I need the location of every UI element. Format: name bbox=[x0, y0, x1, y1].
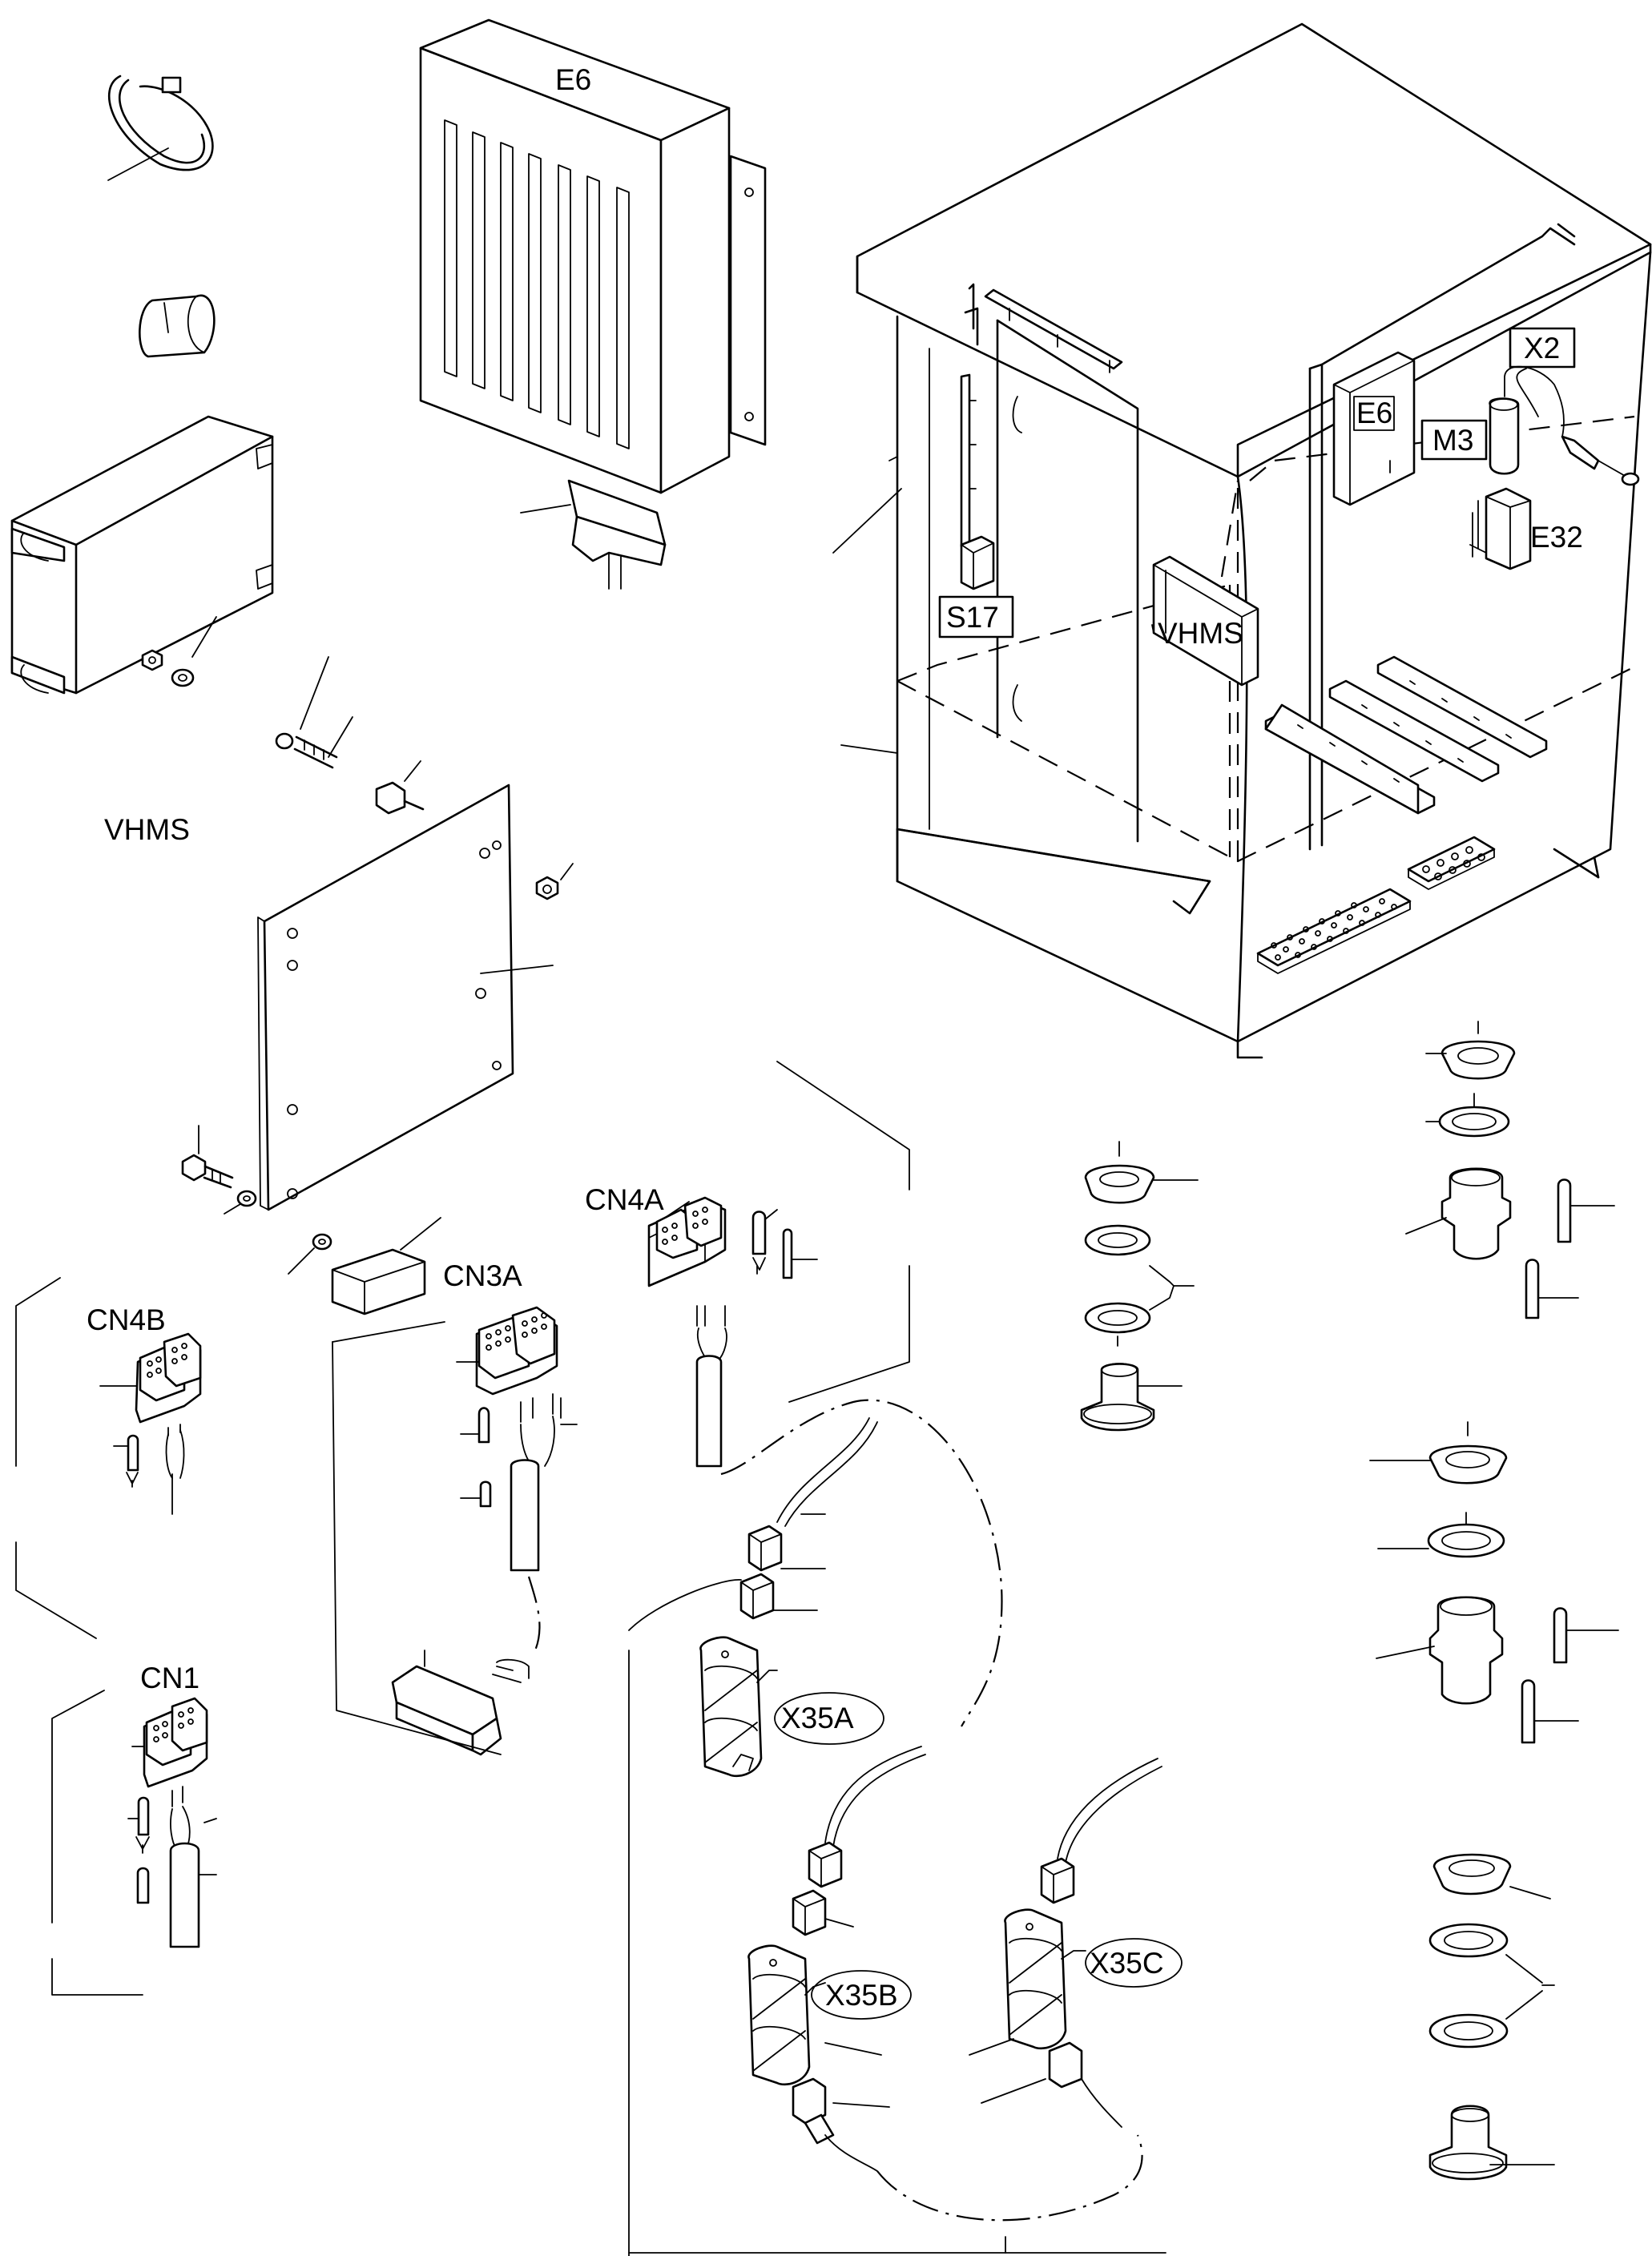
cn3a-connector: CN3A bbox=[332, 1259, 578, 1756]
cn4a-label: CN4A bbox=[585, 1183, 664, 1216]
nut-icon bbox=[141, 649, 163, 671]
e6-cabinet-label: E6 bbox=[1356, 397, 1392, 429]
gland-plate-small bbox=[1407, 836, 1496, 890]
grommet-set-d bbox=[1428, 1853, 1555, 2181]
grommet-set-b bbox=[1080, 1141, 1199, 1432]
cn4b-connector: CN4B bbox=[15, 1277, 202, 1639]
grommet-set-c bbox=[1369, 1421, 1619, 1744]
cn4a-connector: CN4A bbox=[585, 1183, 818, 1468]
e32-label: E32 bbox=[1530, 521, 1583, 554]
e6-module-label: E6 bbox=[555, 63, 591, 96]
mounting-plate bbox=[181, 784, 574, 1315]
cn1-connector: CN1 bbox=[51, 1662, 217, 1996]
grommet-set-a bbox=[1405, 1021, 1615, 1319]
washer-icon bbox=[171, 668, 195, 687]
harness-x35: X35A X35B X35C bbox=[628, 1061, 1183, 2256]
m3-label: M3 bbox=[1432, 424, 1473, 457]
cn3a-label: CN3A bbox=[443, 1259, 522, 1292]
cn1-label: CN1 bbox=[140, 1662, 199, 1694]
s17-label-box bbox=[938, 595, 1014, 639]
nut-icon bbox=[535, 876, 559, 900]
m3-label-box bbox=[1420, 419, 1488, 461]
x35c-label: X35C bbox=[1090, 1947, 1164, 1980]
washer-icon bbox=[312, 1233, 332, 1251]
washer-icon bbox=[236, 1190, 257, 1207]
vhms-box: VHMS bbox=[10, 415, 425, 846]
cable-trays bbox=[1264, 655, 1548, 815]
gland-plate-large bbox=[1256, 888, 1412, 974]
e6-module: E6 bbox=[419, 18, 767, 590]
vhms-box-label: VHMS bbox=[104, 813, 190, 846]
x2-label: X2 bbox=[1524, 332, 1560, 365]
cn4b-label: CN4B bbox=[87, 1303, 166, 1336]
s17-label: S17 bbox=[946, 601, 999, 634]
cable-tie-icon bbox=[107, 75, 214, 181]
tape-icon bbox=[139, 294, 216, 358]
electrical-cabinet: S17 VHMS E6 X2 M3 E32 bbox=[832, 22, 1652, 1059]
x35a-label: X35A bbox=[781, 1702, 854, 1734]
vhms-cabinet-label: VHMS bbox=[1158, 617, 1243, 650]
x35b-label: X35B bbox=[825, 1979, 898, 2012]
x2-label-box bbox=[1509, 327, 1576, 369]
